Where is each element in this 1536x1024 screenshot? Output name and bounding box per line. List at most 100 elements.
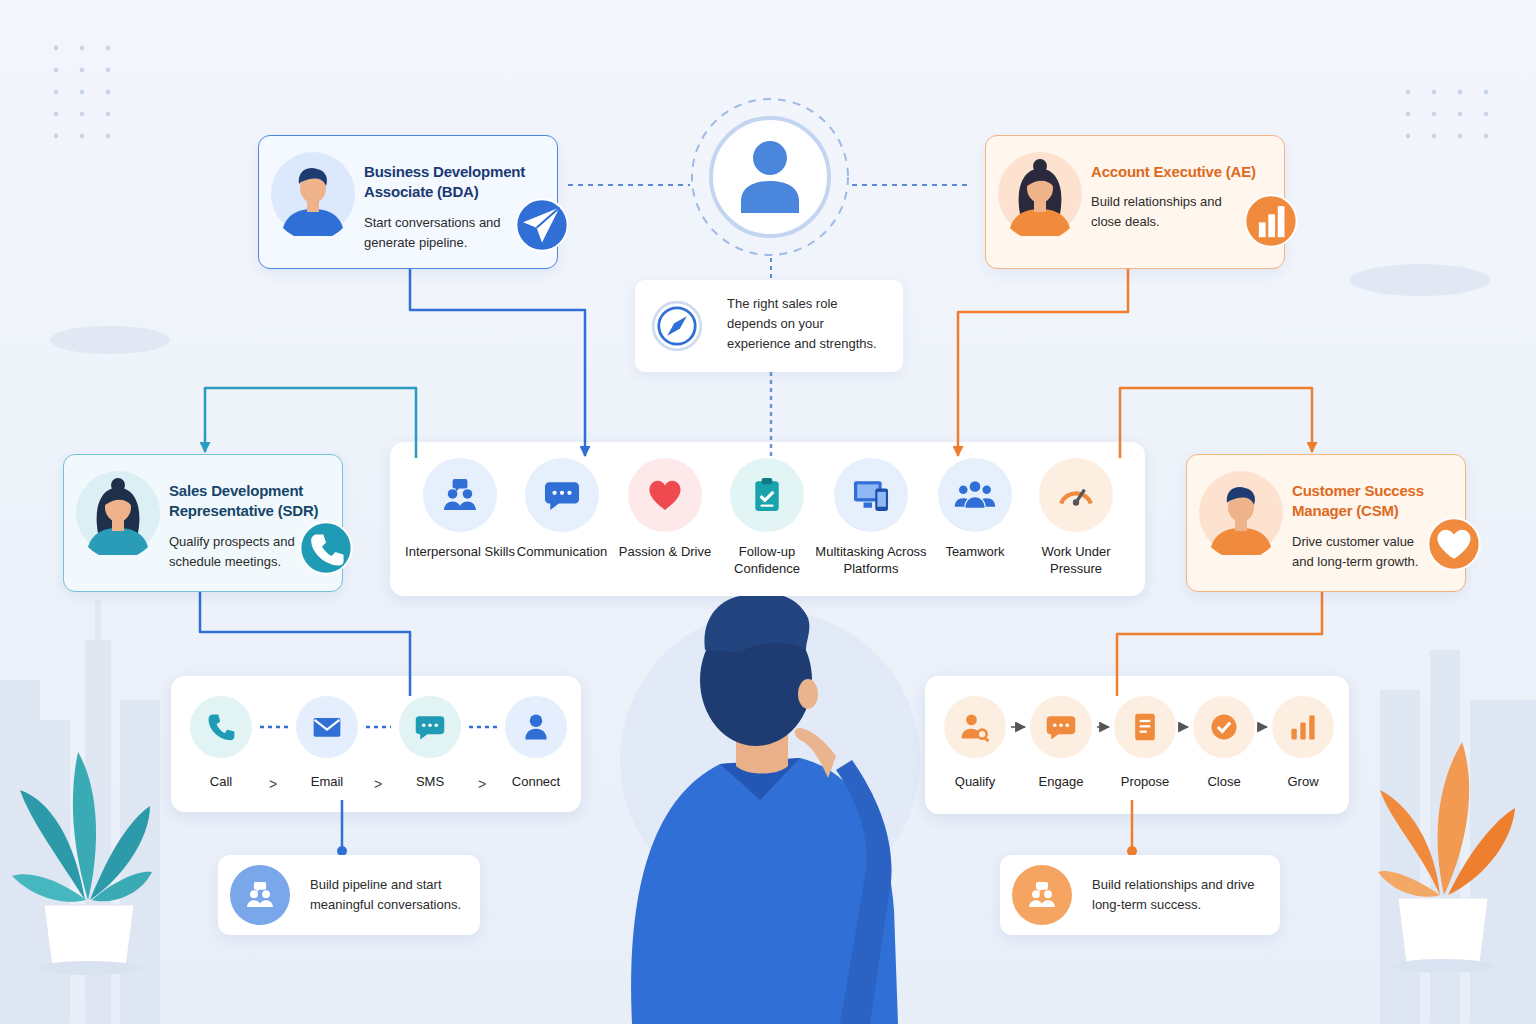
step-item: Email [292,696,362,800]
icon-circle [938,458,1012,532]
connector [1260,726,1267,728]
avatar [271,152,355,236]
connector [958,269,1128,456]
step-icon [1114,696,1176,758]
skill-label: Teamwork [918,544,1032,561]
skill-icon [423,458,497,532]
icon-circle [399,696,461,758]
connector [1117,592,1322,696]
skill-icon [938,458,1012,532]
role-title: Customer Success Manager (CSM) [1292,481,1455,522]
avatar [1199,471,1283,555]
icon-circle [1114,696,1176,758]
role-badge [1427,517,1481,571]
step-icon [190,696,252,758]
compass-icon [649,298,705,354]
icon-circle [190,696,252,758]
skill-icon [1039,458,1113,532]
avatar-illustration [271,152,355,236]
icon-circle [628,458,702,532]
avatar [998,152,1082,236]
skill-label: Communication [500,544,624,561]
role-badge [515,198,569,252]
skill-item: Follow-up Confidence [722,458,812,586]
icon-circle [944,696,1006,758]
outcome-box: Build pipeline and start meaningful conv… [218,855,480,935]
step-item: Qualify [943,696,1007,800]
step-item: SMS [395,696,465,800]
icon-circle [834,458,908,532]
step-label: Call [174,774,268,791]
step-label: Qualify [931,774,1019,791]
icon-circle [525,458,599,532]
skill-icon [628,458,702,532]
step-icon [944,696,1006,758]
skill-label: Work Under Pressure [1016,544,1136,578]
role-title: Sales Development Representative (SDR) [169,481,332,522]
skill-item: Multitasking Across Platforms [821,458,921,586]
skill-icon [834,458,908,532]
note-text: The right sales role depends on your exp… [727,294,891,354]
skill-label: Passion & Drive [608,544,722,561]
avatar-illustration [998,152,1082,236]
icon-circle [505,696,567,758]
icon-circle [730,458,804,532]
icon-circle [1039,458,1113,532]
avatar-illustration [76,471,160,555]
step-label: Email [280,774,374,791]
icon-circle [1030,696,1092,758]
step-label: Grow [1259,774,1347,791]
avatar [76,471,160,555]
role-badge [1244,194,1298,248]
icon [1012,865,1072,925]
connector [469,726,497,729]
outcome-icon [1012,865,1072,925]
role-title: Business Development Associate (BDA) [364,162,547,203]
flow-separator: > [269,776,277,792]
note-box: The right sales role depends on your exp… [635,280,903,372]
step-icon [1193,696,1255,758]
badge-icon [1427,517,1481,571]
step-item: Grow [1271,696,1335,800]
badge-icon [1244,194,1298,248]
step-item: Call [186,696,256,800]
skill-label: Multitasking Across Platforms [809,544,933,578]
role-description: Drive customer value and long-term growt… [1292,532,1419,572]
skill-label: Interpersonal Skills [400,544,520,561]
skill-icon [730,458,804,532]
role-card: Account Executive (AE)Build relationship… [985,135,1285,269]
outcome-text: Build relationships and drive long-term … [1092,875,1268,914]
connector [260,726,288,729]
outcome-icon [230,865,290,925]
step-item: Engage [1029,696,1093,800]
skill-label: Follow-up Confidence [710,544,824,578]
card-text: Customer Success Manager (CSM) Drive cust… [1292,481,1455,572]
connector [410,269,585,456]
role-card: Customer Success Manager (CSM) Drive cust… [1186,454,1466,592]
badge-icon [299,521,353,575]
skill-item: Interpersonal Skills [412,458,508,586]
avatar-illustration [1199,471,1283,555]
skill-icon [525,458,599,532]
connector [205,388,416,458]
step-item: Propose [1113,696,1177,800]
connector [1097,726,1109,728]
skill-item: Communication [512,458,612,586]
icon [649,298,705,354]
outcome-text: Build pipeline and start meaningful conv… [310,875,468,914]
step-label: Engage [1017,774,1105,791]
step-label: SMS [383,774,477,791]
step-item: Close [1192,696,1256,800]
role-card: Sales Development Representative (SDR) Qu… [63,454,343,592]
connector [200,592,410,696]
role-description: Start conversations and generate pipelin… [364,213,511,253]
skill-item: Teamwork [930,458,1020,586]
step-label: Connect [489,774,583,791]
step-icon [399,696,461,758]
icon-circle [1272,696,1334,758]
step-icon [505,696,567,758]
step-icon [296,696,358,758]
role-description: Qualify prospects and schedule meetings. [169,532,296,572]
connector [1181,726,1188,728]
icon-circle [1193,696,1255,758]
